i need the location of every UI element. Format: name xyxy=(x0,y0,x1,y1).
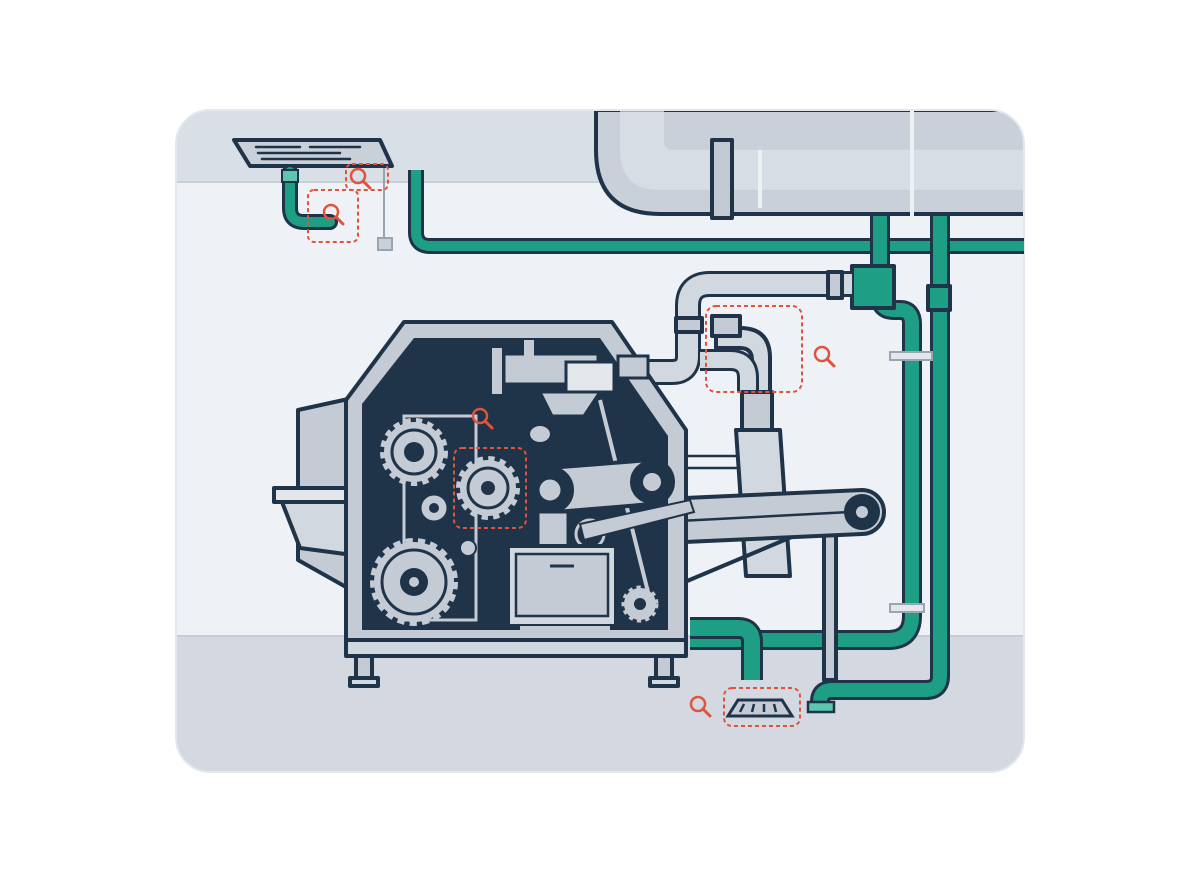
hotspot-ceiling-pipe-elbow[interactable] xyxy=(307,189,359,243)
ceiling-vent xyxy=(232,138,394,251)
hotspot-drive-gear[interactable] xyxy=(453,447,527,529)
floor-drain xyxy=(725,698,795,718)
small-idler-gear xyxy=(418,492,450,524)
lower-right-gear xyxy=(621,585,659,623)
hotspot-floor-drain[interactable] xyxy=(689,687,801,727)
hotspot-ceiling-vent[interactable] xyxy=(345,163,389,191)
upper-left-gear xyxy=(380,418,448,486)
ceiling-duct xyxy=(594,110,1024,220)
floor-band xyxy=(176,636,1024,772)
processing-machine xyxy=(272,320,696,688)
conveyor-assembly xyxy=(638,428,886,682)
metal-pipe xyxy=(640,270,852,434)
water-pipes xyxy=(281,164,1024,714)
hotspot-pipe-elbow-joint[interactable] xyxy=(705,305,836,393)
room-frame xyxy=(175,109,1025,773)
large-drive-wheel xyxy=(370,538,458,626)
center-drive-gear xyxy=(456,456,520,520)
